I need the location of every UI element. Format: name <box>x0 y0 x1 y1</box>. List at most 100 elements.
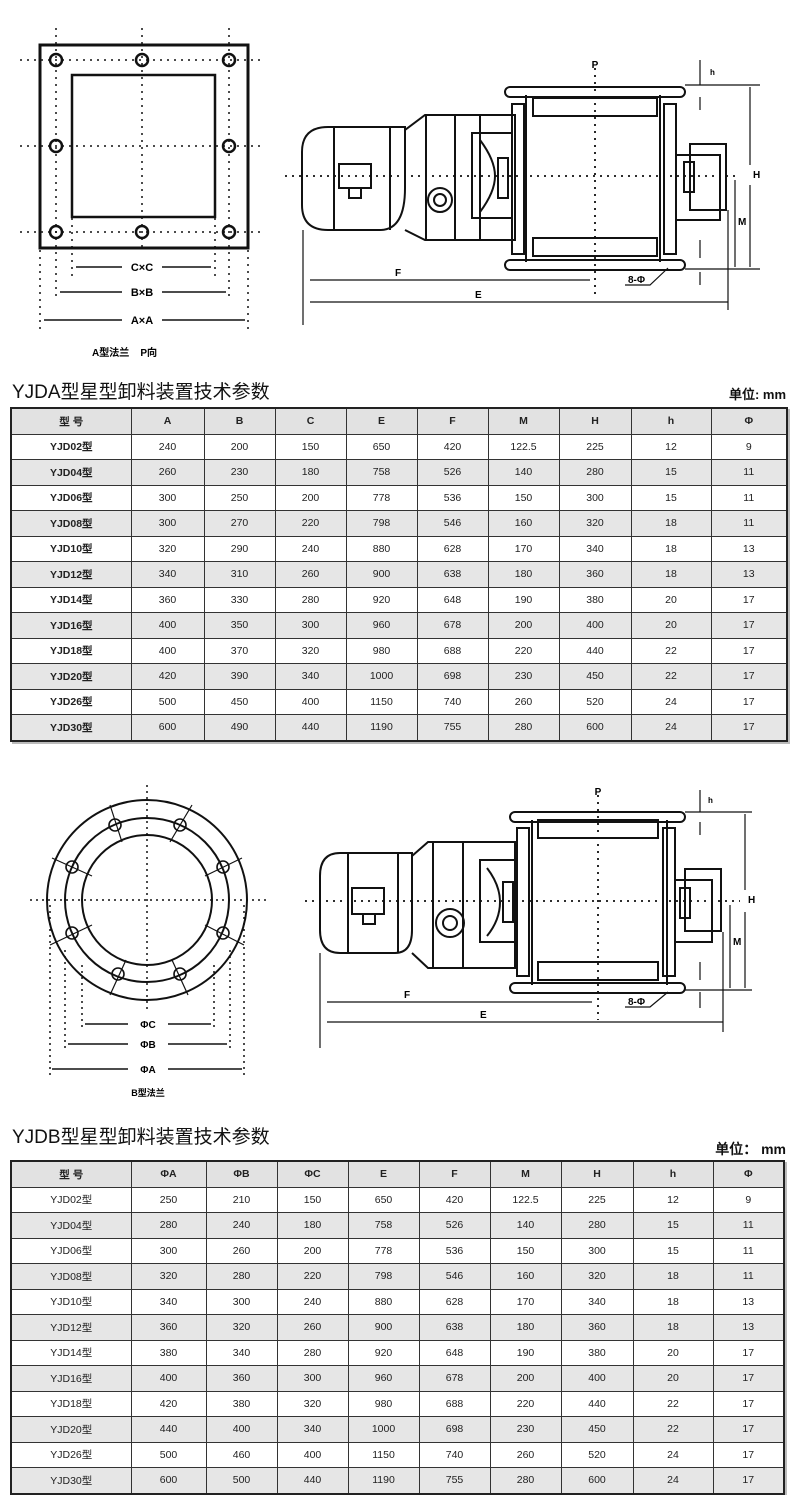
value-cell: 12 <box>632 1186 714 1213</box>
value-cell: 260 <box>489 1441 562 1468</box>
value-cell: 900 <box>347 1314 420 1341</box>
value-cell: 400 <box>558 612 632 639</box>
dim-phi-b-label: ΦB <box>140 1040 155 1051</box>
value-cell: 688 <box>416 637 489 664</box>
value-cell: 17 <box>710 688 788 715</box>
value-cell: 340 <box>130 1288 207 1315</box>
value-cell: 18 <box>630 510 712 537</box>
header-b: B <box>203 407 276 435</box>
value-cell: 17 <box>712 1416 785 1443</box>
value-cell: 180 <box>489 1314 562 1341</box>
value-cell: 1190 <box>347 1467 420 1494</box>
value-cell: 1190 <box>345 714 418 741</box>
value-cell: 526 <box>416 459 489 486</box>
value-cell: 500 <box>130 1441 207 1468</box>
small-h-label: h <box>710 68 715 77</box>
value-cell: 300 <box>276 1365 349 1392</box>
value-cell: 400 <box>560 1365 634 1392</box>
value-cell: 1000 <box>345 663 418 690</box>
value-cell: 678 <box>418 1365 491 1392</box>
value-cell: 160 <box>487 510 560 537</box>
value-cell: 240 <box>205 1212 278 1239</box>
model-cell: YJD10型 <box>10 1288 132 1315</box>
model-cell: YJD18型 <box>10 637 132 664</box>
value-cell: 920 <box>345 586 418 613</box>
value-cell: 20 <box>632 1365 714 1392</box>
model-cell: YJD02型 <box>10 433 132 460</box>
value-cell: 22 <box>632 1390 714 1417</box>
value-cell: 1000 <box>347 1416 420 1443</box>
value-cell: 170 <box>489 1288 562 1315</box>
model-cell: YJD04型 <box>10 1212 132 1239</box>
value-cell: 650 <box>347 1186 420 1213</box>
dim-a-label: A×A <box>131 315 153 327</box>
value-cell: 450 <box>560 1416 634 1443</box>
value-cell: 180 <box>274 459 347 486</box>
value-cell: 778 <box>347 1237 420 1264</box>
value-cell: 122.5 <box>489 1186 562 1213</box>
table-header-row: 型 号 A B C E F M H h Φ <box>10 407 788 435</box>
value-cell: 400 <box>205 1416 278 1443</box>
value-cell: 180 <box>487 561 560 588</box>
header-model: 型 号 <box>10 407 132 435</box>
a-flange-drawing: C×C B×B A×A A型法兰 P向 <box>20 28 262 359</box>
value-cell: 280 <box>558 459 632 486</box>
value-cell: 960 <box>345 612 418 639</box>
model-cell: YJD02型 <box>10 1186 132 1213</box>
value-cell: 13 <box>710 561 788 588</box>
value-cell: 220 <box>487 637 560 664</box>
model-cell: YJD04型 <box>10 459 132 486</box>
header-f: F <box>416 407 489 435</box>
value-cell: 460 <box>205 1441 278 1468</box>
value-cell: 17 <box>710 714 788 741</box>
a-side-elevation-drawing: P F E H M h 8-Φ <box>285 60 760 325</box>
value-cell: 360 <box>558 561 632 588</box>
value-cell: 980 <box>345 637 418 664</box>
header-phi: Φ <box>712 1160 785 1188</box>
value-cell: 17 <box>712 1339 785 1366</box>
value-cell: 740 <box>418 1441 491 1468</box>
value-cell: 450 <box>558 663 632 690</box>
value-cell: 370 <box>203 637 276 664</box>
value-cell: 648 <box>416 586 489 613</box>
value-cell: 18 <box>632 1314 714 1341</box>
header-model: 型 号 <box>10 1160 132 1188</box>
value-cell: 320 <box>130 1263 207 1290</box>
value-cell: 688 <box>418 1390 491 1417</box>
value-cell: 600 <box>130 1467 207 1494</box>
model-cell: YJD30型 <box>10 714 132 741</box>
value-cell: 600 <box>560 1467 634 1494</box>
value-cell: 11 <box>710 510 788 537</box>
b-side-elevation-drawing: P F E H M h 8-Φ <box>305 787 755 1048</box>
m-label-b: M <box>733 937 741 948</box>
value-cell: 270 <box>203 510 276 537</box>
value-cell: 18 <box>630 535 712 562</box>
value-cell: 180 <box>276 1212 349 1239</box>
value-cell: 24 <box>632 1441 714 1468</box>
e-label: E <box>475 290 482 301</box>
value-cell: 15 <box>632 1212 714 1239</box>
value-cell: 698 <box>418 1416 491 1443</box>
value-cell: 880 <box>347 1288 420 1315</box>
value-cell: 200 <box>274 484 347 511</box>
value-cell: 18 <box>630 561 712 588</box>
value-cell: 18 <box>632 1288 714 1315</box>
h-label: H <box>753 170 760 181</box>
value-cell: 18 <box>632 1263 714 1290</box>
value-cell: 17 <box>710 586 788 613</box>
model-cell: YJD08型 <box>10 1263 132 1290</box>
value-cell: 638 <box>416 561 489 588</box>
value-cell: 17 <box>710 612 788 639</box>
value-cell: 140 <box>487 459 560 486</box>
header-m: M <box>489 1160 562 1188</box>
value-cell: 798 <box>347 1263 420 1290</box>
value-cell: 600 <box>558 714 632 741</box>
value-cell: 20 <box>632 1339 714 1366</box>
value-cell: 220 <box>274 510 347 537</box>
value-cell: 778 <box>345 484 418 511</box>
